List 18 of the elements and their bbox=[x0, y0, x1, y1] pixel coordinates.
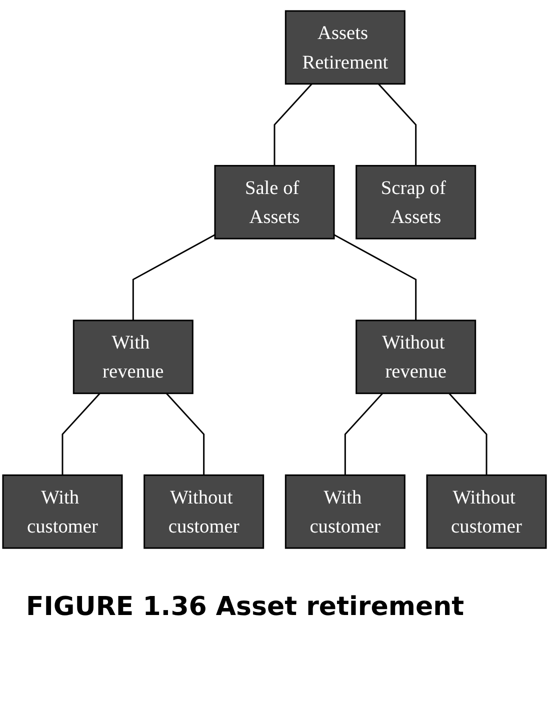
node-box: With customer bbox=[284, 474, 406, 549]
connector bbox=[378, 83, 417, 166]
connector bbox=[62, 392, 100, 476]
connector bbox=[334, 234, 417, 320]
connector bbox=[344, 392, 384, 476]
connector bbox=[166, 392, 205, 476]
node-box: With customer bbox=[2, 474, 123, 549]
node-box: Scrap of Assets bbox=[356, 164, 476, 240]
connector bbox=[448, 392, 488, 476]
node-box: With revenue bbox=[72, 320, 194, 394]
connector bbox=[132, 234, 216, 320]
node-box: Sale of Assets bbox=[214, 164, 335, 240]
node-box: Without revenue bbox=[356, 320, 476, 394]
node-box: Without customer bbox=[426, 474, 547, 549]
node-box: Without customer bbox=[144, 474, 264, 549]
connector bbox=[274, 83, 312, 166]
figure-caption: FIGURE 1.36 Asset retirement bbox=[26, 592, 464, 622]
node-box: Assets Retirement bbox=[284, 10, 406, 85]
